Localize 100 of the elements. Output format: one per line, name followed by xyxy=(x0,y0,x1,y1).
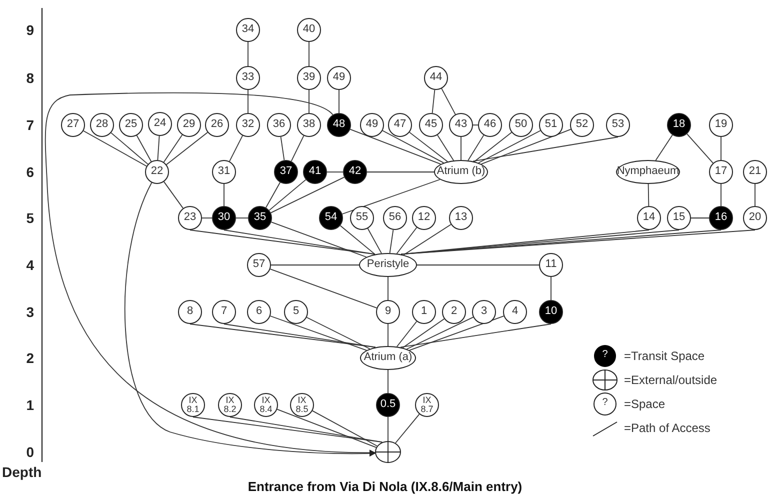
space-circle xyxy=(539,113,563,137)
access-line xyxy=(686,133,714,164)
access-line xyxy=(468,134,484,161)
legend-label: =Space xyxy=(624,397,666,411)
access-line xyxy=(306,316,370,350)
access-line xyxy=(403,224,452,256)
node-label: 35 xyxy=(252,212,268,224)
node-label: Peristyle xyxy=(366,259,410,271)
node-label: 3 xyxy=(480,306,488,318)
depth-number: 1 xyxy=(25,397,34,413)
space-circle xyxy=(472,300,496,324)
node-label: 39 xyxy=(302,72,316,84)
access-line xyxy=(441,88,456,115)
node-label: 16 xyxy=(714,212,728,224)
node-label: 29 xyxy=(182,119,196,131)
access-line xyxy=(402,318,445,348)
access-line xyxy=(396,227,418,254)
node-label: 30 xyxy=(216,212,232,224)
space-circle xyxy=(178,206,202,230)
access-line xyxy=(280,136,285,161)
space-circle xyxy=(743,160,767,184)
transit-space-circle xyxy=(667,113,691,137)
node-label: 22 xyxy=(150,166,164,178)
access-line xyxy=(338,90,340,114)
node-label: 55 xyxy=(354,212,370,224)
node-label: 14 xyxy=(642,212,656,224)
access-line xyxy=(268,179,306,211)
access-line xyxy=(136,135,152,162)
node-label: 19 xyxy=(714,119,728,131)
depth-number: 4 xyxy=(25,257,34,273)
node-label: 50 xyxy=(514,119,528,131)
space-circle xyxy=(254,393,278,417)
node-label: 43 xyxy=(454,119,468,131)
space-circle xyxy=(297,18,321,42)
space-circle xyxy=(350,206,374,230)
space-circle xyxy=(61,113,85,137)
node-label: 9 xyxy=(384,306,392,318)
node-label: Atrium (b) xyxy=(436,166,486,178)
node-label: 46 xyxy=(482,119,498,131)
space-circle xyxy=(478,113,502,137)
access-line xyxy=(166,132,208,166)
legend-label: =Transit Space xyxy=(624,349,705,363)
node-label: IX 8.5 xyxy=(294,396,310,414)
transit-space-circle xyxy=(274,160,298,184)
space-circle xyxy=(743,206,767,230)
space-ellipse xyxy=(359,253,417,277)
access-line xyxy=(648,184,650,206)
legend-label: =Path of Access xyxy=(624,421,710,435)
space-circle xyxy=(148,112,172,136)
curved-access-arrow xyxy=(124,182,376,457)
node-label: 51 xyxy=(544,119,558,131)
node-label: 8 xyxy=(186,306,194,318)
space-circle xyxy=(90,113,114,137)
space-circle xyxy=(178,300,202,324)
space-circle xyxy=(212,160,236,184)
node-label: 20 xyxy=(748,212,762,224)
space-circle xyxy=(267,113,291,137)
node-label: 54 xyxy=(324,212,338,224)
space-circle xyxy=(297,113,321,137)
access-line xyxy=(720,136,722,160)
space-circle xyxy=(388,113,412,137)
space-circle xyxy=(424,66,448,90)
space-circle xyxy=(503,300,527,324)
node-label: 23 xyxy=(182,212,198,224)
transit-space-circle xyxy=(212,206,236,230)
transit-space-circle xyxy=(327,113,351,137)
depth-number: 9 xyxy=(25,22,34,38)
access-line xyxy=(276,408,377,448)
node-label: 44 xyxy=(428,72,444,84)
node-label: 52 xyxy=(574,119,590,131)
depth-number: 7 xyxy=(25,117,34,133)
node-label: IX 8.1 xyxy=(186,396,200,414)
access-line xyxy=(340,225,376,255)
depth-number: 6 xyxy=(25,164,34,180)
node-label: 0.5 xyxy=(379,399,397,411)
access-line xyxy=(474,132,512,162)
curved-access-arrow xyxy=(44,92,376,456)
node-label: 6 xyxy=(254,306,264,318)
access-line xyxy=(270,222,367,258)
node-label: 37 xyxy=(278,166,294,178)
access-line xyxy=(290,135,304,162)
space-circle xyxy=(376,300,400,324)
space-circle xyxy=(119,113,143,137)
node-label: Atrium (a) xyxy=(362,352,414,364)
access-line xyxy=(754,184,756,206)
access-line xyxy=(342,179,440,214)
node-label: 56 xyxy=(388,212,402,224)
node-label: 49 xyxy=(332,72,346,84)
space-circle xyxy=(539,253,563,277)
depth-number: 0 xyxy=(25,444,34,460)
space-circle xyxy=(570,113,594,137)
access-line xyxy=(478,130,541,164)
access-line xyxy=(389,229,394,254)
node-label: 45 xyxy=(424,119,438,131)
space-circle xyxy=(509,113,533,137)
access-line xyxy=(350,128,442,165)
node-label: 10 xyxy=(544,306,558,318)
node-label: 15 xyxy=(672,212,686,224)
space-circle xyxy=(709,160,733,184)
access-line xyxy=(164,181,184,209)
